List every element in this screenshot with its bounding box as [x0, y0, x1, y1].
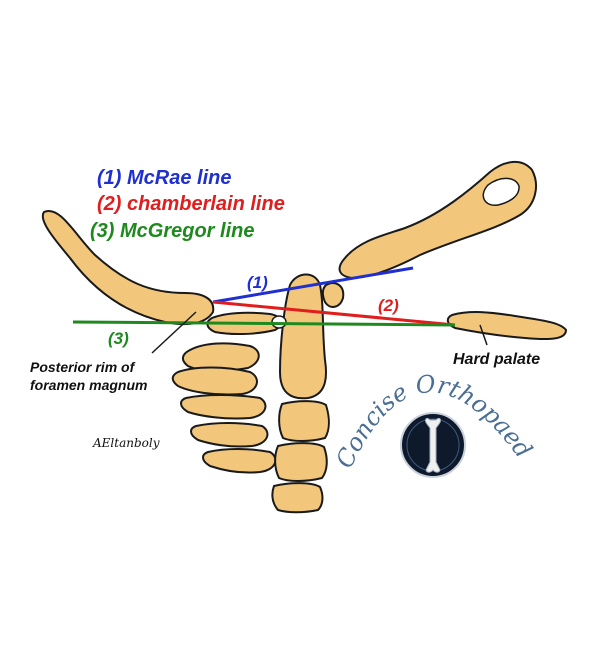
c6-posterior: [202, 448, 277, 474]
occiput-bone: [41, 209, 215, 326]
dens-notch: [271, 315, 287, 329]
hard-palate-bone: [446, 311, 568, 340]
c5-posterior: [190, 422, 269, 448]
legend-chamberlain: (2) chamberlain line: [97, 193, 285, 215]
mcgregor-line: [72, 320, 456, 327]
marker-mcgregor: (3): [108, 329, 129, 348]
legend-mcgregor: (3) McGregor line: [90, 220, 254, 242]
hard-palate-leader: [479, 324, 488, 346]
label-foramen-line2: foramen magnum: [30, 377, 147, 393]
c4-body: [274, 442, 328, 482]
label-hard-palate: Hard palate: [453, 351, 540, 368]
marker-chamberlain: (2): [378, 296, 399, 315]
legend-mcrae: (1) McRae line: [97, 167, 231, 189]
foramen-leader: [151, 311, 197, 354]
marker-mcrae: (1): [247, 273, 268, 292]
logo-ring: [406, 418, 460, 472]
label-foramen-line1: Posterior rim of: [30, 359, 136, 375]
chamberlain-line: [212, 300, 456, 327]
c4-posterior: [180, 394, 267, 420]
academy-logo: [400, 412, 466, 478]
maxilla-inner: [482, 177, 520, 206]
atlas-anterior-arch: [321, 282, 345, 308]
axis-bone: [278, 273, 327, 400]
signature: AEltanboly: [92, 436, 160, 450]
mcrae-line: [212, 266, 414, 304]
c3-body: [278, 400, 330, 442]
logo-femur-icon: [425, 417, 441, 473]
c5-body: [271, 482, 324, 514]
c2-spinous: [182, 342, 260, 372]
c3-posterior: [171, 366, 258, 396]
